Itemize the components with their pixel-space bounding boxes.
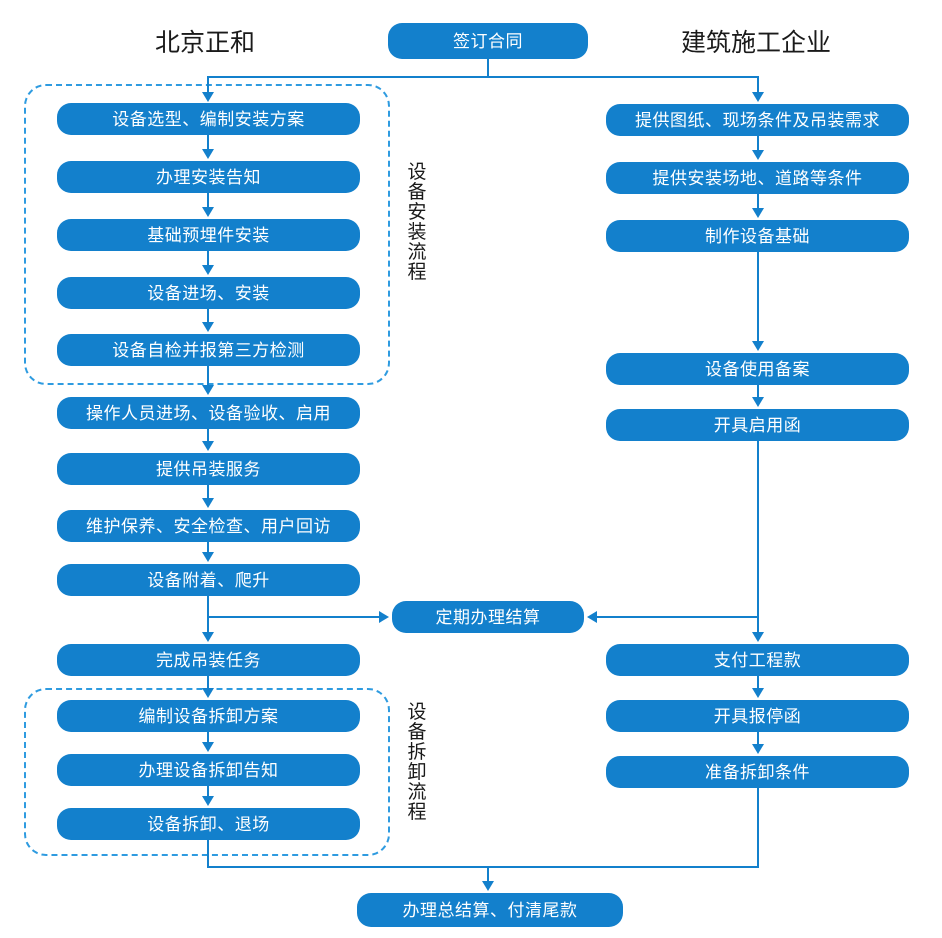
arrow-right-1-2 <box>752 208 764 218</box>
node-left-11[interactable]: 办理设备拆卸告知 <box>57 754 360 786</box>
edge-left-9-10 <box>207 676 209 690</box>
arrow-left-branch-to-settlement <box>379 611 389 623</box>
node-left-12[interactable]: 设备拆卸、退场 <box>57 808 360 840</box>
edge-left-6-7 <box>207 485 209 500</box>
arrow-left-8-9 <box>202 632 214 642</box>
arrow-left-1-2 <box>202 207 214 217</box>
edge-bottom-merge-bar <box>207 866 759 868</box>
group-label-dismantle: 设备拆卸流程 <box>407 702 427 823</box>
edge-bottom-stem <box>487 866 489 883</box>
arrow-right-0-1 <box>752 150 764 160</box>
edge-left-0-1 <box>207 135 209 151</box>
arrow-left-2-3 <box>202 265 214 275</box>
edge-right-4-5 <box>757 441 759 634</box>
group-label-install: 设备安装流程 <box>407 162 427 283</box>
edge-left-branch-to-settlement <box>207 616 379 618</box>
arrow-left-5-6 <box>202 441 214 451</box>
arrow-left-0-1 <box>202 149 214 159</box>
edge-contract-to-left <box>207 76 209 94</box>
arrow-left-10-11 <box>202 742 214 752</box>
node-contract[interactable]: 签订合同 <box>388 23 588 59</box>
arrow-contract-to-left <box>202 92 214 102</box>
node-left-8[interactable]: 设备附着、爬升 <box>57 564 360 596</box>
node-left-7[interactable]: 维护保养、安全检查、用户回访 <box>57 510 360 542</box>
arrow-left-3-4 <box>202 322 214 332</box>
arrow-left-7-8 <box>202 552 214 562</box>
edge-left-7-8 <box>207 542 209 554</box>
node-right-6[interactable]: 开具报停函 <box>606 700 909 732</box>
edge-left-2-3 <box>207 251 209 267</box>
node-right-7[interactable]: 准备拆卸条件 <box>606 756 909 788</box>
edge-contract-bar <box>207 76 759 78</box>
node-left-0[interactable]: 设备选型、编制安装方案 <box>57 103 360 135</box>
node-settlement-periodic[interactable]: 定期办理结算 <box>392 601 584 633</box>
node-right-0[interactable]: 提供图纸、现场条件及吊装需求 <box>606 104 909 136</box>
arrow-contract-to-right <box>752 92 764 102</box>
arrow-right-2-3 <box>752 341 764 351</box>
node-left-4[interactable]: 设备自检并报第三方检测 <box>57 334 360 366</box>
node-left-3[interactable]: 设备进场、安装 <box>57 277 360 309</box>
node-right-3[interactable]: 设备使用备案 <box>606 353 909 385</box>
arrow-right-5-6 <box>752 688 764 698</box>
node-right-2[interactable]: 制作设备基础 <box>606 220 909 252</box>
arrow-right-branch-to-settlement <box>587 611 597 623</box>
edge-left-1-2 <box>207 193 209 209</box>
node-right-4[interactable]: 开具启用函 <box>606 409 909 441</box>
edge-left-11-12 <box>207 786 209 798</box>
arrow-left-9-10 <box>202 688 214 698</box>
arrow-right-6-7 <box>752 744 764 754</box>
edge-left-8-9 <box>207 596 209 634</box>
node-left-6[interactable]: 提供吊装服务 <box>57 453 360 485</box>
edge-contract-to-right <box>757 76 759 94</box>
edge-right-to-bottom <box>757 788 759 868</box>
edge-right-5-6 <box>757 676 759 690</box>
node-left-2[interactable]: 基础预埋件安装 <box>57 219 360 251</box>
arrow-left-6-7 <box>202 498 214 508</box>
node-left-9[interactable]: 完成吊装任务 <box>57 644 360 676</box>
edge-right-branch-to-settlement <box>597 616 757 618</box>
node-right-5[interactable]: 支付工程款 <box>606 644 909 676</box>
arrow-left-11-12 <box>202 796 214 806</box>
edge-right-2-3 <box>757 252 759 343</box>
node-left-1[interactable]: 办理安装告知 <box>57 161 360 193</box>
edge-right-3-4 <box>757 385 759 399</box>
arrow-right-3-4 <box>752 397 764 407</box>
edge-right-6-7 <box>757 732 759 746</box>
edge-contract-stem <box>487 59 489 77</box>
node-settlement-final[interactable]: 办理总结算、付清尾款 <box>357 893 623 927</box>
edge-left-4-5 <box>207 366 209 387</box>
lane-title-left: 北京正和 <box>155 30 256 57</box>
node-right-1[interactable]: 提供安装场地、道路等条件 <box>606 162 909 194</box>
arrow-left-4-5 <box>202 385 214 395</box>
edge-left-5-6 <box>207 429 209 443</box>
arrow-bottom-stem <box>482 881 494 891</box>
edge-right-0-1 <box>757 136 759 152</box>
edge-left-to-bottom <box>207 840 209 868</box>
node-left-10[interactable]: 编制设备拆卸方案 <box>57 700 360 732</box>
edge-right-1-2 <box>757 194 759 210</box>
lane-title-right: 建筑施工企业 <box>681 30 832 57</box>
arrow-right-4-5 <box>752 632 764 642</box>
edge-left-3-4 <box>207 309 209 324</box>
node-left-5[interactable]: 操作人员进场、设备验收、启用 <box>57 397 360 429</box>
edge-left-10-11 <box>207 732 209 744</box>
